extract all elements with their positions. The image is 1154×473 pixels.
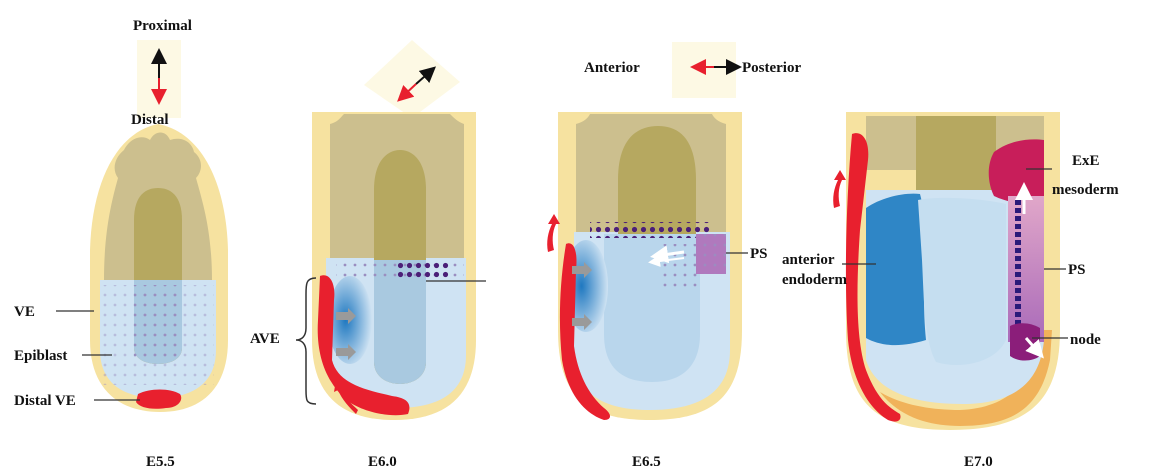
epiblast-label: Epiblast: [14, 348, 67, 364]
e70-lumen: [918, 198, 1006, 365]
e70-node: [1010, 323, 1040, 360]
anterior-endoderm-label-2: endoderm: [782, 272, 848, 288]
anterior-posterior-axis: Anterior Posterior: [584, 42, 801, 98]
posterior-label: Posterior: [742, 60, 801, 76]
e70-cavity: [916, 116, 996, 200]
stage-label-e65: E6.5: [632, 454, 661, 470]
ps-label-e65: PS: [750, 246, 768, 262]
embryo-e60: [312, 112, 486, 420]
embryo-e65: PS: [547, 112, 767, 420]
stage-labels: E5.5 E6.0 E6.5 E7.0: [146, 454, 993, 470]
ve-label: VE: [14, 304, 35, 320]
e55-distal-ve: [136, 390, 181, 409]
proximal-distal-axis: Proximal Distal: [131, 18, 192, 128]
exe-label: ExE: [1072, 153, 1100, 169]
distal-ve-label: Distal VE: [14, 393, 76, 409]
stage-label-e70: E7.0: [964, 454, 993, 470]
ave-label: AVE: [250, 331, 280, 347]
mesoderm-label: mesoderm: [1052, 182, 1119, 198]
proximal-label: Proximal: [133, 18, 192, 34]
diagonal-axis: [364, 40, 460, 118]
axis-box-ap: [672, 42, 736, 98]
anterior-endoderm-label-1: anterior: [782, 252, 835, 268]
axis-box-diagonal: [364, 40, 460, 118]
embryo-e70: [833, 112, 1068, 430]
e70-anterior-endoderm: [866, 194, 926, 345]
anterior-label: Anterior: [584, 60, 640, 76]
embryo-e55: [90, 124, 228, 412]
e70-migration-arrow: [833, 170, 846, 208]
ps-label-e70: PS: [1068, 262, 1086, 278]
stage-label-e55: E5.5: [146, 454, 175, 470]
node-label: node: [1070, 332, 1101, 348]
stage-label-e60: E6.0: [368, 454, 397, 470]
e70-ps-region: [1008, 196, 1044, 342]
